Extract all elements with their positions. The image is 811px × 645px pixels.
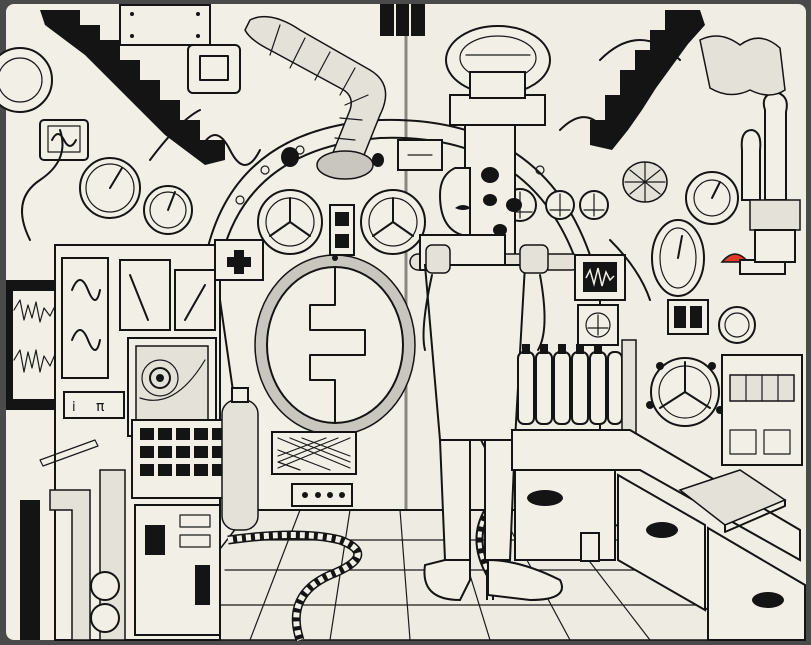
gauge-clock-left	[79, 157, 141, 219]
sailor-figure	[419, 167, 563, 602]
red-alarm-button	[720, 253, 786, 275]
waveform-display	[574, 254, 626, 301]
left-console-buttons: π i	[63, 391, 125, 419]
potted-cactus	[740, 90, 801, 263]
pi-button-label: π	[96, 399, 105, 415]
caged-lamp	[622, 161, 668, 203]
keypad	[131, 419, 241, 499]
floating-pen	[39, 439, 99, 467]
ceiling-beam-right	[590, 10, 705, 150]
toggle-box-top	[187, 44, 241, 94]
left-console-pipes	[20, 469, 126, 641]
wall-box-right	[397, 139, 443, 171]
logbook	[678, 469, 787, 533]
vent-grille	[271, 431, 357, 475]
counter-dial-panel	[721, 354, 803, 466]
gauge-right-small	[718, 306, 756, 344]
right-bench-top	[511, 429, 801, 562]
gas-cylinders	[517, 344, 623, 425]
right-switch-panel	[667, 299, 709, 335]
first-aid-box	[214, 239, 264, 281]
gauge-right-upper	[685, 171, 739, 225]
valve-wheel-left	[257, 189, 323, 255]
ship-wheel	[646, 357, 724, 427]
left-lower-panel	[134, 504, 221, 636]
floor-cable	[227, 530, 363, 642]
valve-wheel-right	[360, 189, 426, 255]
small-valve-panel	[577, 304, 619, 346]
gauge-clock-small	[143, 185, 193, 235]
overhead-pipe	[244, 15, 387, 180]
ceiling-panel	[119, 4, 211, 46]
info-button-label: i	[72, 400, 76, 415]
wall-switch-box	[329, 204, 355, 256]
left-wall-dial	[0, 47, 53, 113]
sine-wave-box	[39, 119, 89, 161]
gas-canister-left	[221, 387, 259, 531]
wall-cables	[21, 39, 681, 301]
ceiling-hatch	[380, 4, 425, 36]
power-outlet	[291, 483, 353, 507]
gauge-right-oval	[651, 219, 705, 297]
porthole-hatch	[254, 254, 416, 436]
artist-stamp	[580, 532, 600, 562]
ceiling-coil-right	[699, 35, 786, 96]
